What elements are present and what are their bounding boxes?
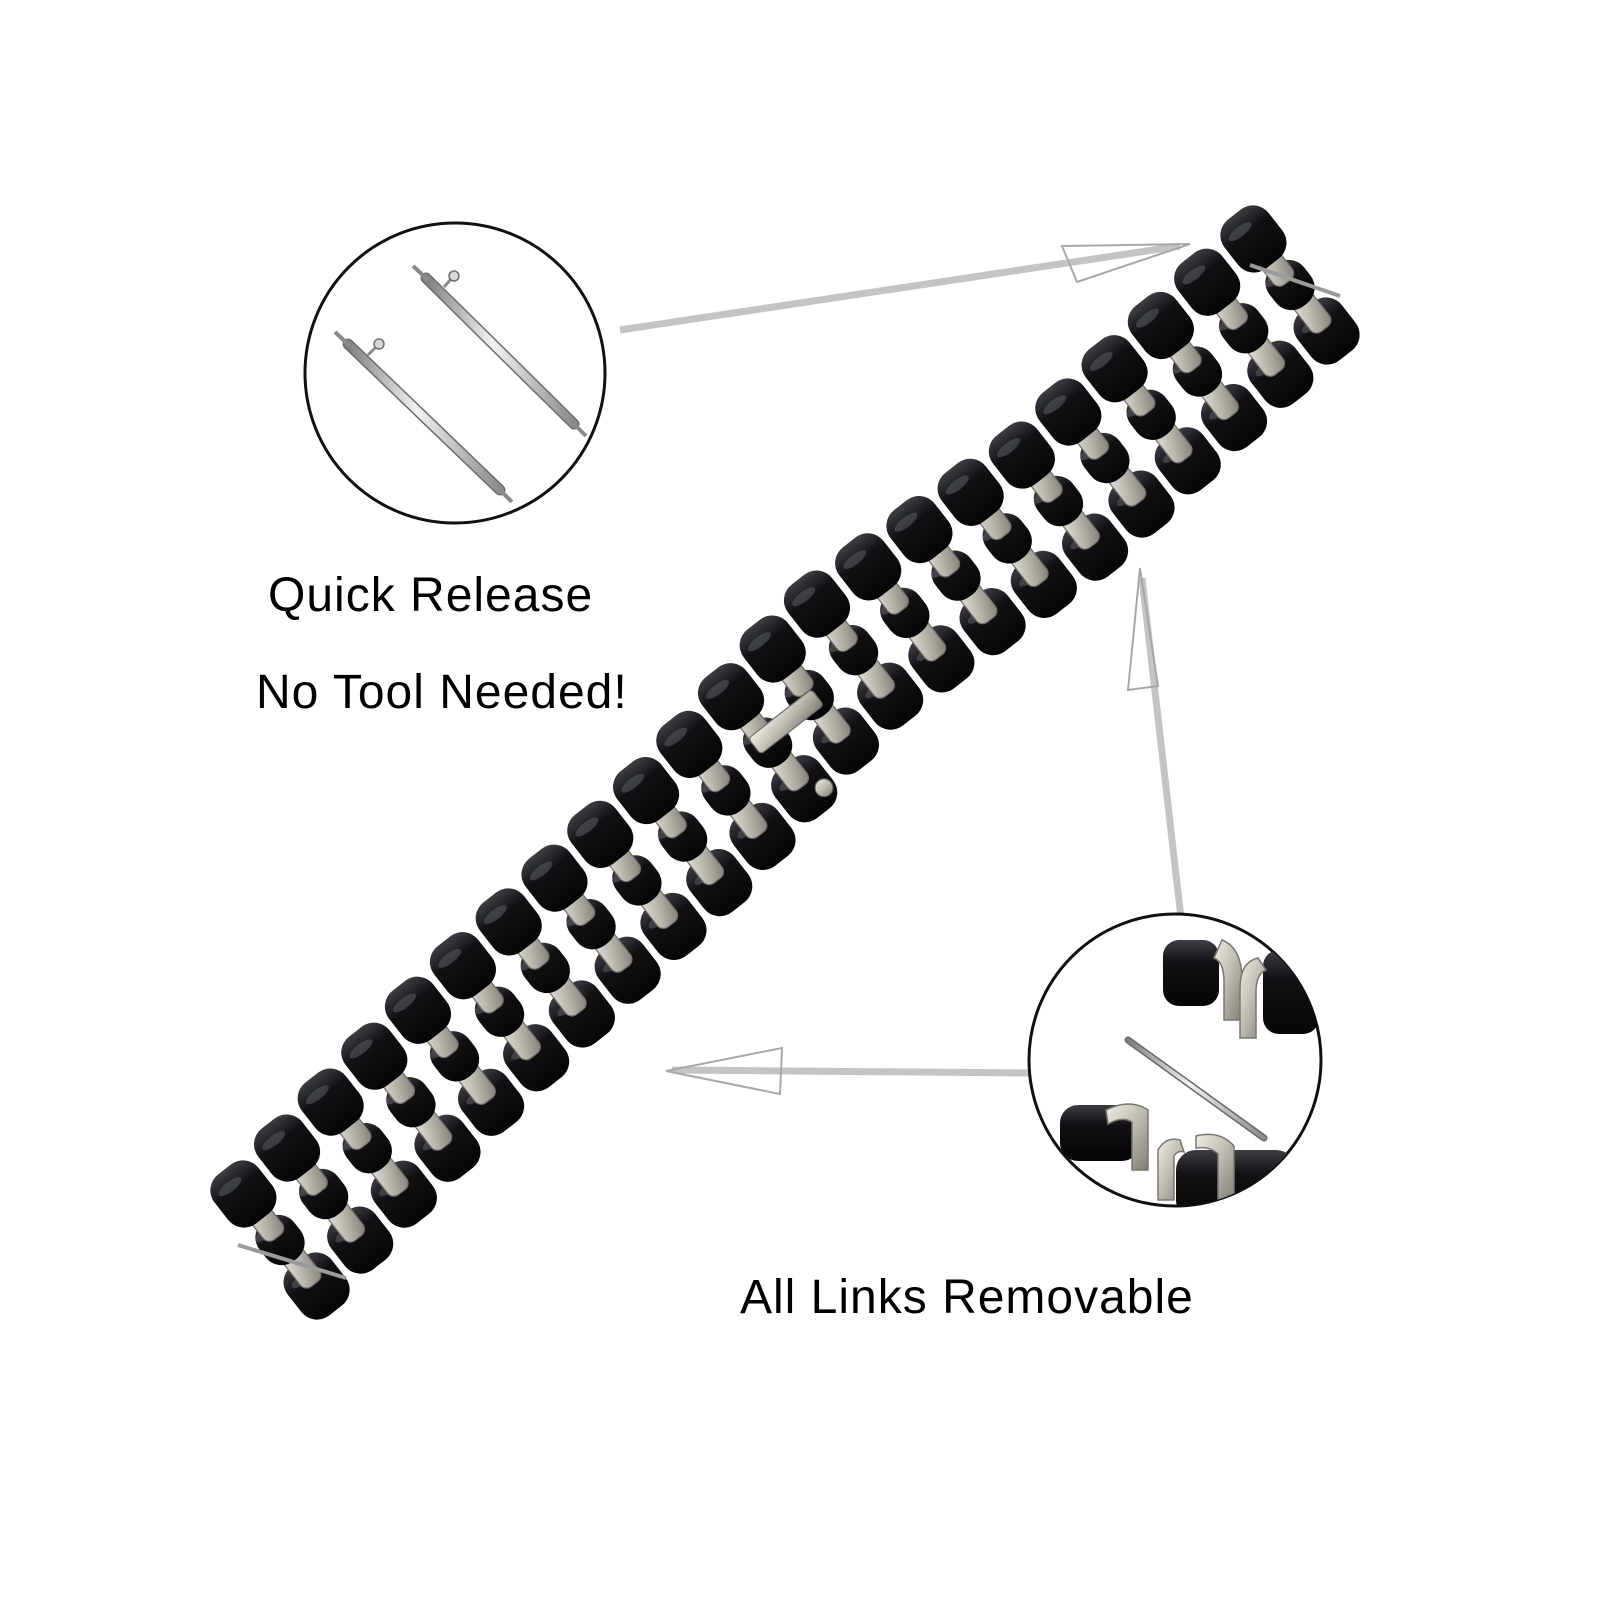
link-highlight xyxy=(747,632,771,652)
ceramic-link-piece xyxy=(384,976,452,1044)
strap-link xyxy=(210,1160,350,1320)
ceramic-link-piece xyxy=(612,756,680,825)
ceramic-link-piece xyxy=(210,1160,277,1228)
link-highlight xyxy=(621,773,645,793)
link-highlight xyxy=(945,475,969,495)
detail-circle-links xyxy=(1027,912,1323,1208)
pointer-arrow-icon xyxy=(619,242,1181,334)
strap-link xyxy=(1174,248,1314,408)
ceramic-link-piece xyxy=(475,888,542,956)
link-highlight xyxy=(393,993,417,1013)
link-highlight xyxy=(262,1131,286,1151)
link-highlight xyxy=(218,1177,242,1197)
link-highlight xyxy=(664,727,688,747)
caption-all-links-removable: All Links Removable xyxy=(740,1271,1194,1324)
strap-link xyxy=(835,533,975,693)
ceramic-link-piece xyxy=(1035,378,1102,446)
ceramic-link-piece xyxy=(656,710,723,778)
strap-link xyxy=(253,1114,394,1274)
strap-link xyxy=(886,496,1026,656)
strap-link xyxy=(1035,378,1175,538)
clasp-plate xyxy=(749,690,823,754)
strap-link xyxy=(1127,291,1268,452)
link-highlight xyxy=(1228,222,1252,242)
link-highlight xyxy=(1043,395,1067,415)
link-highlight xyxy=(575,817,599,837)
ceramic-link-piece xyxy=(297,1068,364,1136)
arrow-head xyxy=(665,1046,784,1096)
ceramic-link-piece xyxy=(1081,335,1148,403)
ceramic-link-piece xyxy=(783,570,851,638)
ceramic-link-piece xyxy=(886,496,953,564)
strap-link xyxy=(1081,335,1221,495)
watch-strap xyxy=(210,205,1360,1320)
detail-circle-pins xyxy=(303,221,607,525)
ceramic-link-piece xyxy=(341,1022,408,1090)
link-highlight xyxy=(706,679,730,699)
strap-link xyxy=(429,932,570,1092)
arrow-to-strap-links xyxy=(1126,567,1186,928)
strap-link xyxy=(656,710,796,871)
link-highlight xyxy=(483,905,507,925)
strap-link xyxy=(384,976,525,1136)
arrow-head xyxy=(1060,243,1191,284)
strap-link xyxy=(297,1068,437,1228)
link-highlight xyxy=(1136,308,1159,328)
link-highlight xyxy=(894,512,918,532)
strap-link xyxy=(1220,205,1360,365)
pointer-arrow-icon xyxy=(1138,577,1186,928)
link-highlight xyxy=(305,1085,329,1105)
link-highlight xyxy=(1182,265,1206,285)
ceramic-link-piece xyxy=(1127,291,1194,360)
ceramic-link-piece xyxy=(988,421,1055,489)
ceramic-link-piece xyxy=(697,663,765,731)
link-highlight xyxy=(792,587,816,607)
ceramic-link-piece xyxy=(739,615,806,683)
end-pin xyxy=(1249,263,1341,298)
ceramic-link-piece xyxy=(1174,248,1241,316)
ceramic-link-piece xyxy=(567,800,634,868)
detail-circle-outline xyxy=(303,221,607,525)
arrow-head xyxy=(1126,567,1160,692)
ceramic-link-piece xyxy=(1220,205,1287,273)
ceramic-link-piece xyxy=(429,932,497,1000)
strap-link xyxy=(783,570,924,730)
clasp-button-icon xyxy=(814,778,834,798)
ceramic-link-piece xyxy=(253,1114,321,1182)
pointer-arrow-icon xyxy=(671,1066,1033,1077)
ceramic-link-piece xyxy=(835,533,902,601)
strap-link xyxy=(697,663,838,823)
link-highlight xyxy=(997,438,1020,458)
strap-link xyxy=(475,888,615,1048)
link-highlight xyxy=(1089,351,1113,371)
strap-link xyxy=(521,844,661,1004)
ceramic-link-piece xyxy=(937,458,1004,526)
link-highlight xyxy=(438,948,462,968)
link-highlight xyxy=(529,861,553,881)
arrow-to-strap-end xyxy=(619,242,1191,334)
link-highlight xyxy=(349,1039,373,1059)
arrow-to-strap-left xyxy=(665,1046,1033,1096)
link-highlight xyxy=(843,550,867,570)
strap-link xyxy=(988,421,1129,581)
end-pin xyxy=(237,1243,347,1280)
strap-link xyxy=(567,800,707,961)
strap-link xyxy=(341,1022,481,1182)
caption-quick-release: Quick Release xyxy=(268,569,594,622)
spring-bar-pins-icon xyxy=(333,264,588,504)
strap-link xyxy=(612,756,753,917)
ceramic-link-piece xyxy=(521,844,588,912)
caption-no-tool-needed: No Tool Needed! xyxy=(256,666,628,719)
strap-link xyxy=(937,458,1077,618)
